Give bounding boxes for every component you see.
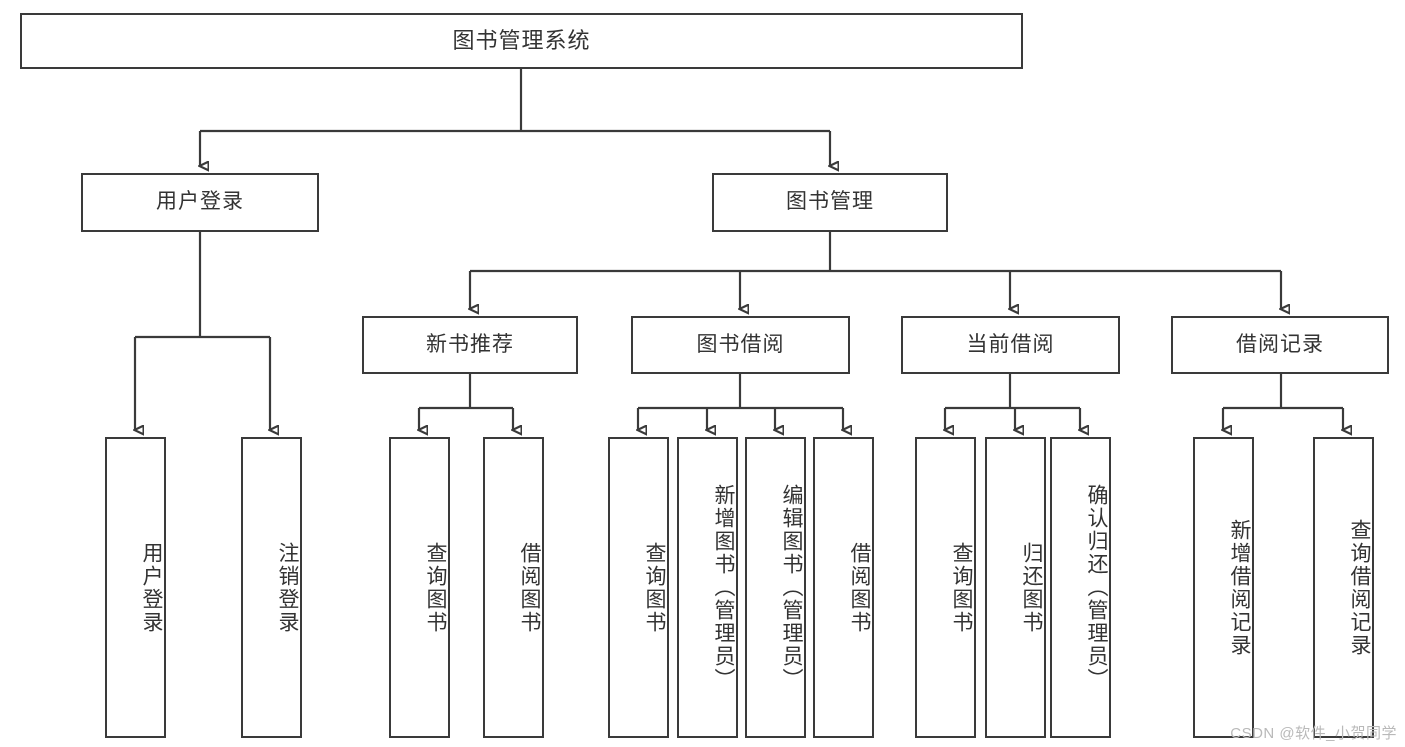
- node-leaf-edit-book-admin[interactable]: 编辑图书（管理员）: [745, 437, 806, 738]
- node-label: 查询图书: [643, 541, 666, 634]
- node-label: 用户登录: [140, 541, 163, 634]
- node-leaf-add-borrow-record[interactable]: 新增借阅记录: [1193, 437, 1254, 738]
- node-label: 新增图书（管理员）: [712, 484, 735, 691]
- node-label: 注销登录: [276, 541, 299, 634]
- node-user-login[interactable]: 用户登录: [81, 173, 319, 232]
- node-label: 归还图书: [1020, 541, 1043, 634]
- node-label: 查询图书: [424, 541, 447, 634]
- node-new-book-recommend[interactable]: 新书推荐: [362, 316, 578, 374]
- node-book-borrow[interactable]: 图书借阅: [631, 316, 850, 374]
- node-borrow-record[interactable]: 借阅记录: [1171, 316, 1389, 374]
- node-label: 编辑图书（管理员）: [780, 484, 803, 691]
- node-leaf-query-book-borrow[interactable]: 查询图书: [608, 437, 669, 738]
- node-label: 用户登录: [156, 190, 244, 214]
- node-label: 借阅图书: [848, 541, 871, 634]
- node-book-management[interactable]: 图书管理: [712, 173, 948, 232]
- node-label: 查询借阅记录: [1348, 518, 1371, 657]
- node-label: 图书管理系统: [452, 27, 591, 53]
- node-label: 借阅图书: [518, 541, 541, 634]
- node-root-system[interactable]: 图书管理系统: [20, 13, 1023, 69]
- node-label: 图书借阅: [696, 332, 785, 356]
- node-leaf-return-book[interactable]: 归还图书: [985, 437, 1046, 738]
- node-leaf-query-borrow-record[interactable]: 查询借阅记录: [1313, 437, 1374, 738]
- node-label: 借阅记录: [1236, 332, 1324, 356]
- csdn-watermark: CSDN @软件_小贺同学: [1230, 725, 1397, 742]
- node-leaf-borrow-book-recommend[interactable]: 借阅图书: [483, 437, 544, 738]
- node-current-borrow[interactable]: 当前借阅: [901, 316, 1120, 374]
- node-leaf-confirm-return-admin[interactable]: 确认归还（管理员）: [1050, 437, 1111, 738]
- node-leaf-query-book-recommend[interactable]: 查询图书: [389, 437, 450, 738]
- node-leaf-logout[interactable]: 注销登录: [241, 437, 302, 738]
- node-leaf-add-book-admin[interactable]: 新增图书（管理员）: [677, 437, 738, 738]
- node-label: 确认归还（管理员）: [1085, 484, 1108, 691]
- node-label: 新书推荐: [426, 332, 514, 356]
- node-label: 图书管理: [786, 190, 874, 214]
- node-leaf-user-login[interactable]: 用户登录: [105, 437, 166, 738]
- node-leaf-query-book-current[interactable]: 查询图书: [915, 437, 976, 738]
- node-label: 当前借阅: [966, 332, 1055, 356]
- node-label: 新增借阅记录: [1228, 518, 1251, 657]
- node-leaf-borrow-book[interactable]: 借阅图书: [813, 437, 874, 738]
- node-label: 查询图书: [950, 541, 973, 634]
